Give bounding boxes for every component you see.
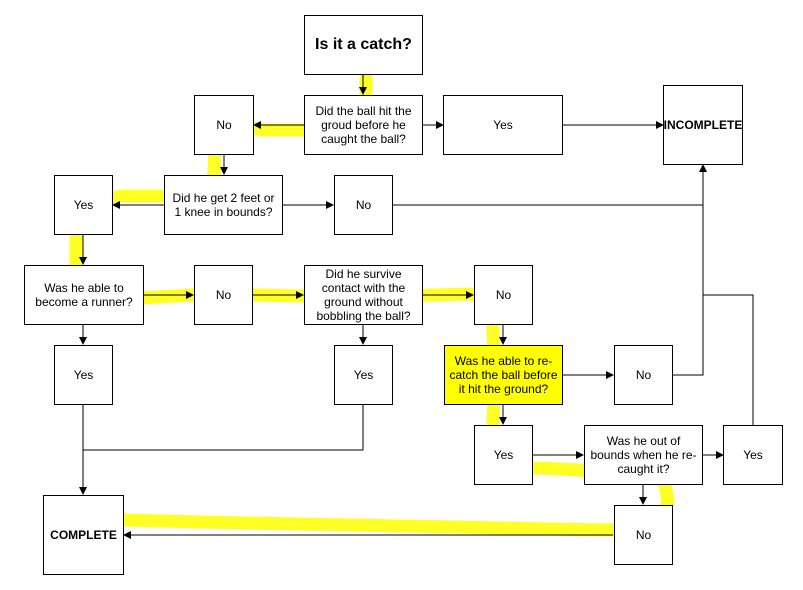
yes-recatch-node: Yes	[474, 425, 533, 485]
no-hit-node: No	[194, 95, 254, 155]
yes-runner-node: Yes	[54, 345, 113, 405]
survive-contact-question: Did he survive contact with the ground w…	[304, 265, 423, 325]
yes-out-node: Yes	[723, 425, 783, 485]
yes-feet-node: Yes	[54, 175, 113, 235]
hit-ground-question: Did the ball hit the groud before he cau…	[304, 95, 423, 155]
yes-survive-node: Yes	[334, 345, 393, 405]
recatch-question: Was he able to re-catch the ball before …	[444, 345, 563, 405]
out-of-bounds-question: Was he out of bounds when he re-caught i…	[584, 425, 703, 485]
complete-node: COMPLETE	[43, 495, 124, 575]
no-feet-node: No	[334, 175, 393, 235]
no-survive-node: No	[474, 265, 533, 325]
no-recatch-node: No	[614, 345, 673, 405]
connector-norecatch-to-incomplete	[673, 205, 704, 376]
connector-yesout-to-incomplete	[703, 294, 754, 425]
runner-question: Was he able to become a runner?	[24, 265, 144, 325]
incomplete-node: INCOMPLETE	[663, 85, 743, 165]
no-runner-node: No	[194, 265, 253, 325]
connector-yesboth-merge	[82, 405, 364, 451]
feet-in-bounds-question: Did he get 2 feet or 1 knee in bounds?	[164, 175, 283, 235]
yes-hit-node: Yes	[443, 95, 563, 155]
connector-nofeet-to-incomplete	[393, 164, 707, 206]
start-node: Is it a catch?	[304, 15, 423, 75]
no-out-node: No	[614, 505, 673, 565]
